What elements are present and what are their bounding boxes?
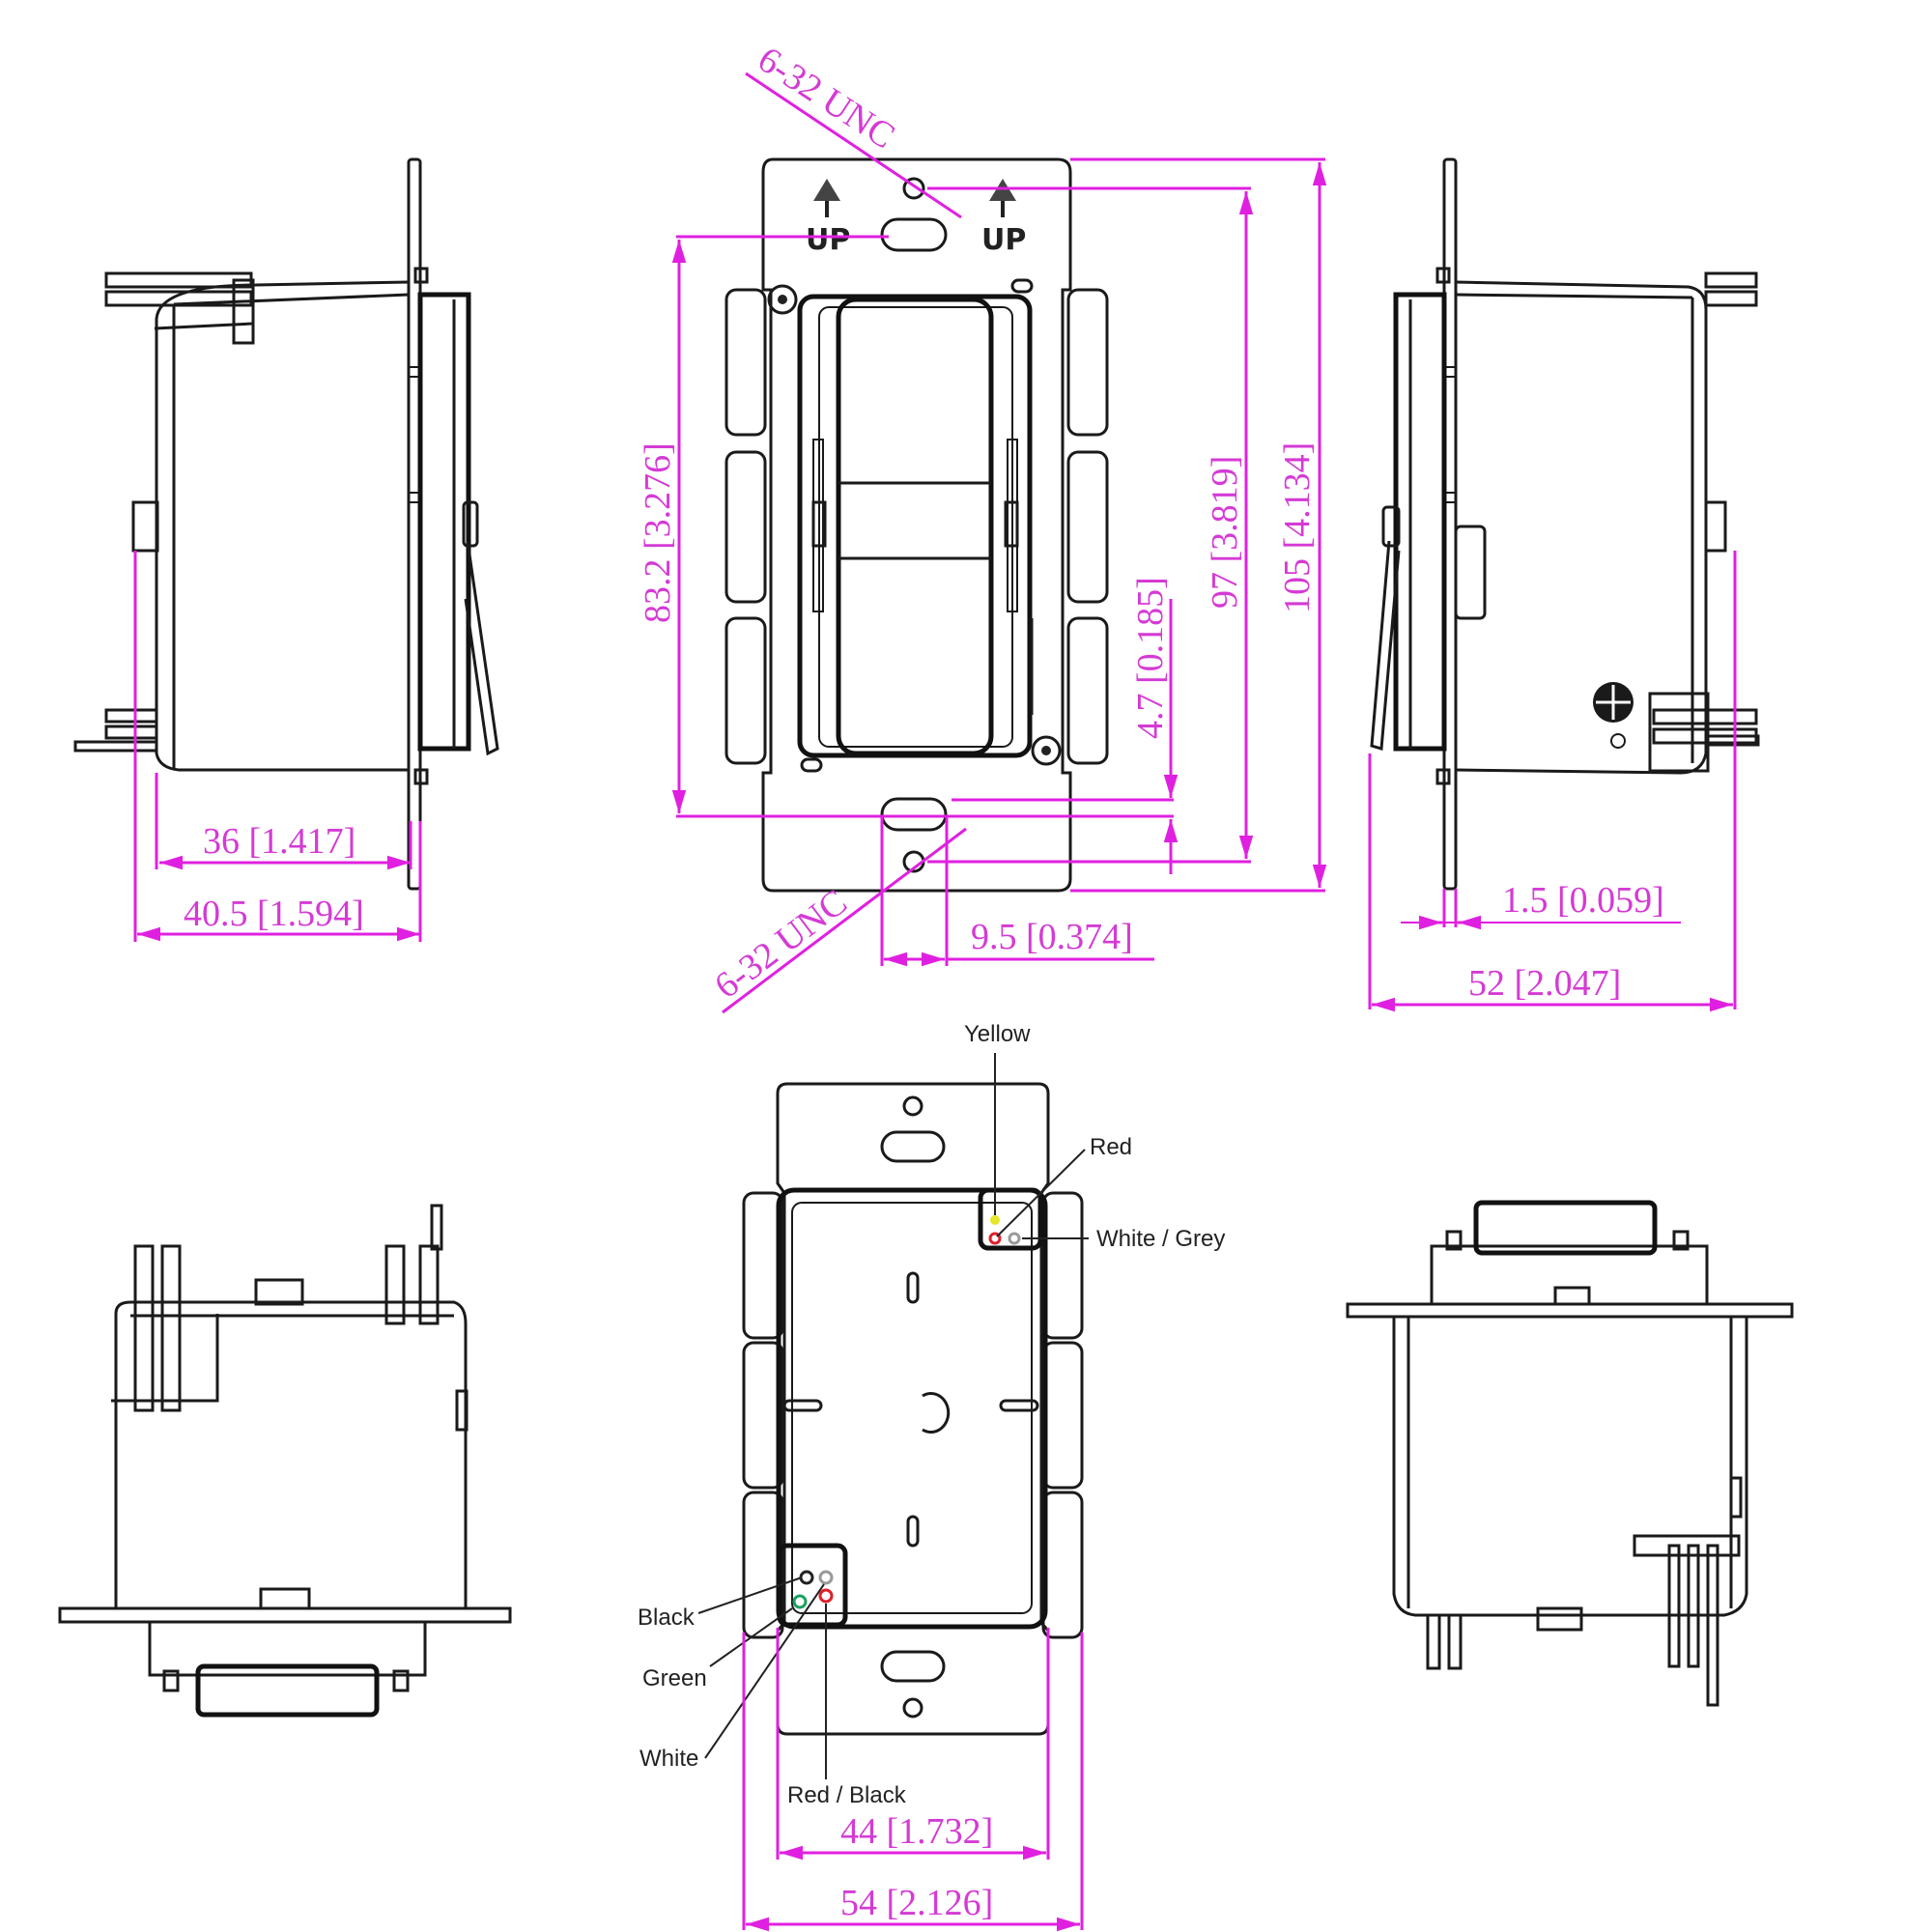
left-side-dimensions: 36 [1.417] 40.5 [1.594] (133, 551, 422, 942)
thread-bottom-label: 6-32 UNC (707, 882, 855, 1007)
bottom-left-view (58, 1204, 512, 1718)
white-grey-terminal-icon (1008, 1232, 1021, 1245)
back-view-dimensions: 44 [1.732] 54 [2.126] (742, 1628, 1084, 1932)
up-arrow-icon (813, 179, 840, 217)
up-arrow-icon (989, 179, 1016, 217)
wire-labels: Yellow Red White / Grey Black Green Whit… (638, 1021, 1225, 1808)
screw-hole-top-icon (902, 177, 925, 200)
up-label-left: UP (806, 223, 850, 257)
dim-40-5: 40.5 [1.594] (184, 894, 364, 934)
wire-label-red: Red (1090, 1134, 1132, 1160)
wire-label-yellow: Yellow (964, 1021, 1031, 1047)
yellow-terminal-icon (990, 1215, 1000, 1225)
green-terminal-icon (792, 1594, 808, 1609)
front-view: UP UP (724, 157, 1109, 893)
bottom-right-view (1346, 1200, 1794, 1707)
wire-label-red-black: Red / Black (787, 1782, 907, 1808)
up-label-right: UP (981, 223, 1026, 257)
wire-label-green: Green (642, 1665, 707, 1691)
center-clip-icon (922, 1392, 951, 1434)
ground-screw-icon (1593, 682, 1634, 723)
dim-44: 44 [1.732] (840, 1811, 993, 1852)
red-terminal-icon (988, 1232, 1002, 1245)
dim-36: 36 [1.417] (203, 821, 355, 862)
wire-label-white: White (639, 1746, 698, 1772)
black-terminal-icon (799, 1570, 814, 1585)
dim-97: 97 [3.819] (1205, 456, 1245, 609)
right-side-view (1370, 157, 1760, 891)
left-side-view (73, 157, 499, 891)
red-black-terminal-icon (818, 1588, 834, 1604)
dim-9-5: 9.5 [0.374] (971, 917, 1133, 957)
white-terminal-icon (818, 1570, 834, 1585)
front-view-dimensions: 6-32 UNC 6-32 UNC 83.2 [3.276] 4.7 [0.18… (638, 39, 1327, 1014)
wire-label-white-grey: White / Grey (1096, 1226, 1225, 1252)
dim-4-7: 4.7 [0.185] (1130, 577, 1171, 739)
dim-52: 52 [2.047] (1468, 963, 1621, 1004)
right-side-dimensions: 1.5 [0.059] 52 [2.047] (1368, 551, 1737, 1012)
wire-label-black: Black (638, 1605, 696, 1631)
thread-top-label: 6-32 UNC (751, 39, 902, 156)
dim-54: 54 [2.126] (840, 1883, 993, 1923)
dim-83-2: 83.2 [3.276] (638, 442, 678, 623)
dim-105: 105 [4.134] (1277, 442, 1318, 613)
back-view (742, 1082, 1084, 1736)
dim-1-5: 1.5 [0.059] (1502, 880, 1664, 921)
